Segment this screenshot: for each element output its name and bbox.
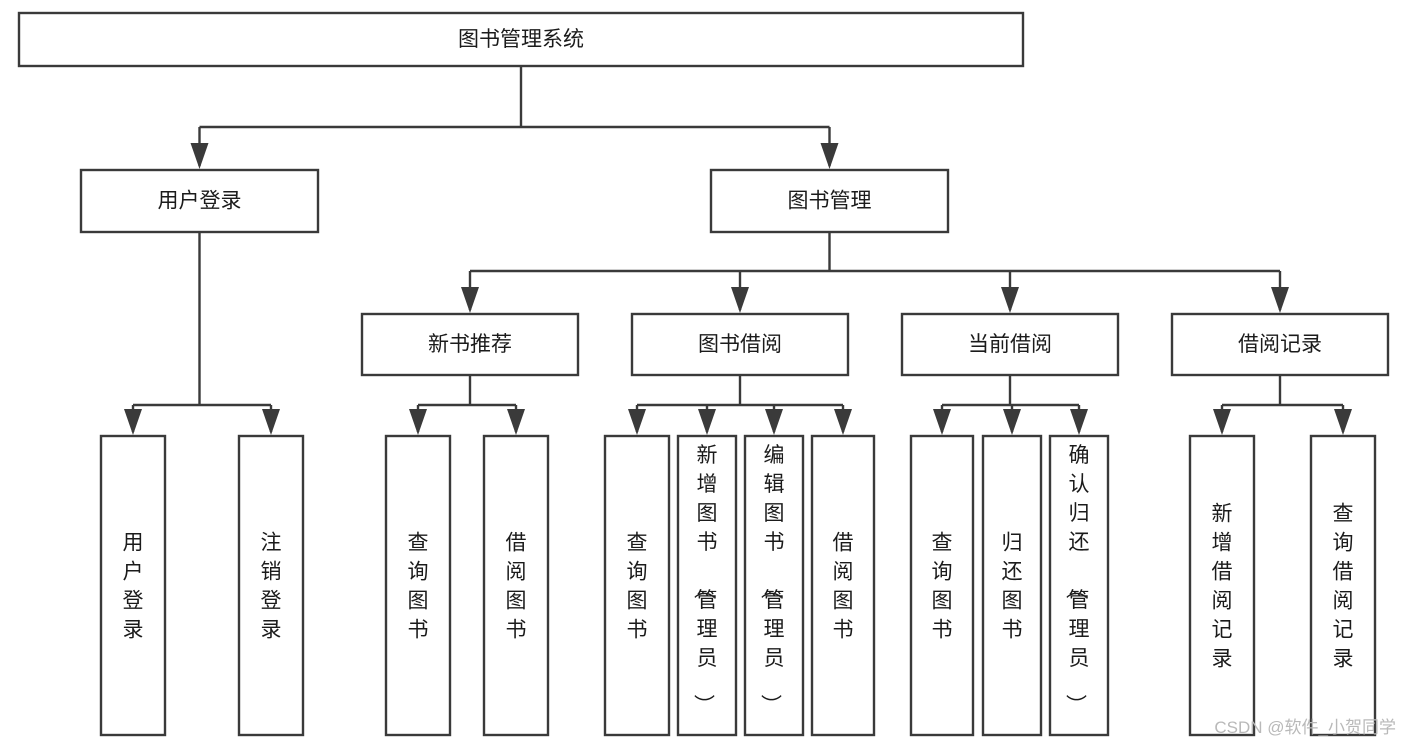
node-current-borrow-rect: [900, 312, 1120, 377]
node-leaf-query-book-3-rect: [909, 434, 975, 737]
node-leaf-borrow-book-1-rect: [482, 434, 550, 737]
arrow-head-icon: [1334, 409, 1352, 435]
node-borrow-record-label: 借阅记录: [1238, 333, 1322, 356]
node-user-login-rect: [79, 168, 320, 234]
node-leaf-edit-book-label: 编辑图书（管理员）: [759, 444, 785, 715]
node-leaf-add-record[interactable]: 新增借阅记录: [1188, 434, 1256, 737]
nodes-layer: 图书管理系统用户登录图书管理新书推荐图书借阅当前借阅借阅记录用户登录注销登录查询…: [17, 11, 1390, 737]
arrow-head-icon: [1070, 409, 1088, 435]
node-leaf-query-book-1[interactable]: 查询图书: [384, 434, 452, 737]
connectors-layer: [124, 66, 1352, 435]
node-leaf-user-login[interactable]: 用户登录: [99, 434, 167, 737]
node-leaf-borrow-book-1-label: 借阅图书: [506, 532, 527, 642]
arrow-head-icon: [933, 409, 951, 435]
arrow-head-icon: [409, 409, 427, 435]
node-book-borrow-label: 图书借阅: [698, 333, 782, 356]
arrow-head-icon: [765, 409, 783, 435]
csdn-watermark: CSDN @软件_小贺同学: [1214, 718, 1396, 737]
node-leaf-return-book-label: 归还图书: [1002, 532, 1023, 642]
arrow-head-icon: [1213, 409, 1231, 435]
node-leaf-query-book-2-rect: [603, 434, 671, 737]
node-leaf-query-book-1-label: 查询图书: [408, 532, 429, 642]
node-root-system-label: 图书管理系统: [458, 28, 584, 51]
node-leaf-borrow-book-2[interactable]: 借阅图书: [810, 434, 876, 737]
node-leaf-borrow-book-1[interactable]: 借阅图书: [482, 434, 550, 737]
node-new-book-recommend-label: 新书推荐: [428, 333, 512, 356]
node-leaf-add-record-label: 新增借阅记录: [1212, 503, 1233, 671]
node-borrow-record-rect: [1170, 312, 1390, 377]
node-new-book-recommend-rect: [360, 312, 580, 377]
arrow-head-icon: [628, 409, 646, 435]
node-user-login-label: 用户登录: [158, 190, 242, 213]
node-leaf-query-record-rect: [1309, 434, 1377, 737]
node-leaf-add-record-rect: [1188, 434, 1256, 737]
node-root-system-rect: [17, 11, 1025, 68]
arrow-head-icon: [124, 409, 142, 435]
node-leaf-return-book-rect: [981, 434, 1043, 737]
arrow-head-icon: [698, 409, 716, 435]
arrow-head-icon: [262, 409, 280, 435]
node-current-borrow[interactable]: 当前借阅: [900, 312, 1120, 377]
node-book-borrow[interactable]: 图书借阅: [630, 312, 850, 377]
arrow-head-icon: [461, 287, 479, 313]
arrow-head-icon: [820, 143, 839, 169]
node-leaf-logout-login-label: 注销登录: [261, 532, 282, 642]
node-leaf-logout-login[interactable]: 注销登录: [237, 434, 305, 737]
node-user-login[interactable]: 用户登录: [79, 168, 320, 234]
node-leaf-edit-book[interactable]: 编辑图书（管理员）: [743, 434, 805, 737]
node-leaf-borrow-book-2-label: 借阅图书: [833, 532, 854, 642]
node-book-borrow-rect: [630, 312, 850, 377]
arrow-head-icon: [507, 409, 525, 435]
arrow-head-icon: [190, 143, 209, 169]
node-leaf-return-book[interactable]: 归还图书: [981, 434, 1043, 737]
node-leaf-query-book-3-label: 查询图书: [932, 532, 953, 642]
node-leaf-borrow-book-2-rect: [810, 434, 876, 737]
node-book-manage-rect: [709, 168, 950, 234]
node-borrow-record[interactable]: 借阅记录: [1170, 312, 1390, 377]
arrow-head-icon: [834, 409, 852, 435]
arrow-head-icon: [1271, 287, 1289, 313]
node-leaf-add-book-rect: [676, 434, 738, 737]
node-root-system[interactable]: 图书管理系统: [17, 11, 1025, 68]
node-leaf-user-login-label: 用户登录: [123, 532, 144, 642]
node-current-borrow-label: 当前借阅: [968, 333, 1052, 356]
node-leaf-query-book-2-label: 查询图书: [627, 532, 648, 642]
node-leaf-query-book-3[interactable]: 查询图书: [909, 434, 975, 737]
node-leaf-logout-login-rect: [237, 434, 305, 737]
node-leaf-edit-book-rect: [743, 434, 805, 737]
node-new-book-recommend[interactable]: 新书推荐: [360, 312, 580, 377]
node-book-manage[interactable]: 图书管理: [709, 168, 950, 234]
node-leaf-user-login-rect: [99, 434, 167, 737]
node-leaf-add-book-label: 新增图书（管理员）: [692, 444, 718, 715]
node-leaf-add-book[interactable]: 新增图书（管理员）: [676, 434, 738, 737]
arrow-head-icon: [731, 287, 749, 313]
node-leaf-query-book-2[interactable]: 查询图书: [603, 434, 671, 737]
arrow-head-icon: [1003, 409, 1021, 435]
node-leaf-confirm-return-rect: [1048, 434, 1110, 737]
node-leaf-query-book-1-rect: [384, 434, 452, 737]
node-book-manage-label: 图书管理: [788, 190, 872, 213]
node-leaf-confirm-return[interactable]: 确认归还（管理员）: [1048, 434, 1110, 737]
node-leaf-query-record-label: 查询借阅记录: [1333, 503, 1354, 671]
arrow-head-icon: [1001, 287, 1019, 313]
node-leaf-confirm-return-label: 确认归还（管理员）: [1064, 444, 1090, 715]
node-leaf-query-record[interactable]: 查询借阅记录: [1309, 434, 1377, 737]
